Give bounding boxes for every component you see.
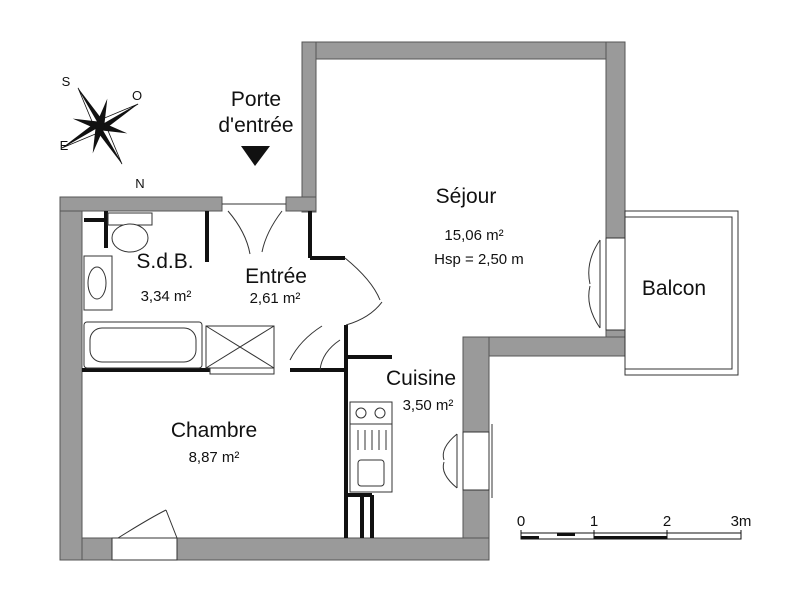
wall-top-sejour xyxy=(301,41,626,60)
entrance-arrow-icon xyxy=(241,146,270,166)
interior-partitions xyxy=(82,211,392,538)
room-area-sejour: 15,06 m² xyxy=(444,227,503,244)
scale-bar xyxy=(520,530,742,540)
entrance-label-line2: d'entrée xyxy=(218,114,293,137)
scale-tick-2: 2 xyxy=(663,513,671,530)
wall-left-sejour xyxy=(301,41,317,213)
room-area-cuisine: 3,50 m² xyxy=(403,397,454,414)
kitchen-fixtures xyxy=(349,401,393,493)
wall-bottom-right xyxy=(176,537,490,561)
compass-south: S xyxy=(62,74,71,89)
bathroom-fixtures xyxy=(83,212,275,375)
sink-icon xyxy=(357,459,385,487)
scale-tick-0: 0 xyxy=(517,513,525,530)
scale-tick-3: 3m xyxy=(731,513,752,530)
room-area-entree: 2,61 m² xyxy=(250,290,301,307)
doors xyxy=(111,203,626,561)
room-area-sdb: 3,34 m² xyxy=(141,288,192,305)
wall-right-sejour-top xyxy=(605,41,626,239)
room-name-cuisine: Cuisine xyxy=(386,367,456,390)
room-name-entree: Entrée xyxy=(245,265,307,288)
room-name-sejour: Séjour xyxy=(436,185,497,208)
room-area-chambre: 8,87 m² xyxy=(189,449,240,466)
compass-rose xyxy=(61,87,139,165)
room-hsp-sejour: Hsp = 2,50 m xyxy=(434,251,524,268)
toilet-icon xyxy=(107,212,153,226)
wall-step-vertical xyxy=(462,336,490,433)
balcony xyxy=(624,210,739,376)
wall-entry-corner xyxy=(285,196,317,212)
room-name-chambre: Chambre xyxy=(171,419,257,442)
cooktop-burner-icon xyxy=(355,407,367,419)
wall-left xyxy=(59,196,83,561)
scale-tick-1: 1 xyxy=(590,513,598,530)
toilet-bowl-icon xyxy=(111,223,149,253)
room-name-balcon: Balcon xyxy=(642,277,706,300)
wall-top-sdb xyxy=(59,196,223,212)
compass-ouest: O xyxy=(132,88,142,103)
compass-east: E xyxy=(60,138,69,153)
entrance-label-line1: Porte xyxy=(231,88,281,111)
room-name-sdb: S.d.B. xyxy=(136,250,193,273)
exterior-walls xyxy=(59,41,626,561)
cooktop-burner-icon xyxy=(374,407,386,419)
compass-north: N xyxy=(135,176,144,191)
